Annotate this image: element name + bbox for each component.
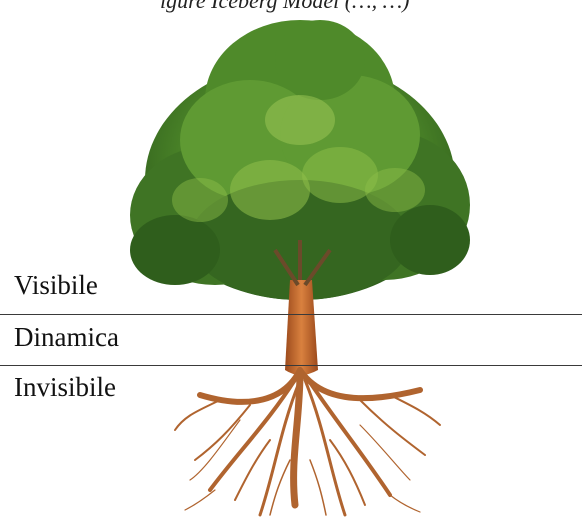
- divider-line-lower: [0, 365, 582, 366]
- zone-label-invisible: Invisibile: [14, 374, 116, 401]
- zone-label-dynamic: Dinamica: [14, 324, 119, 351]
- zone-label-visible: Visibile: [14, 272, 98, 299]
- tree-roots: [175, 370, 440, 515]
- divider-line-upper: [0, 314, 582, 315]
